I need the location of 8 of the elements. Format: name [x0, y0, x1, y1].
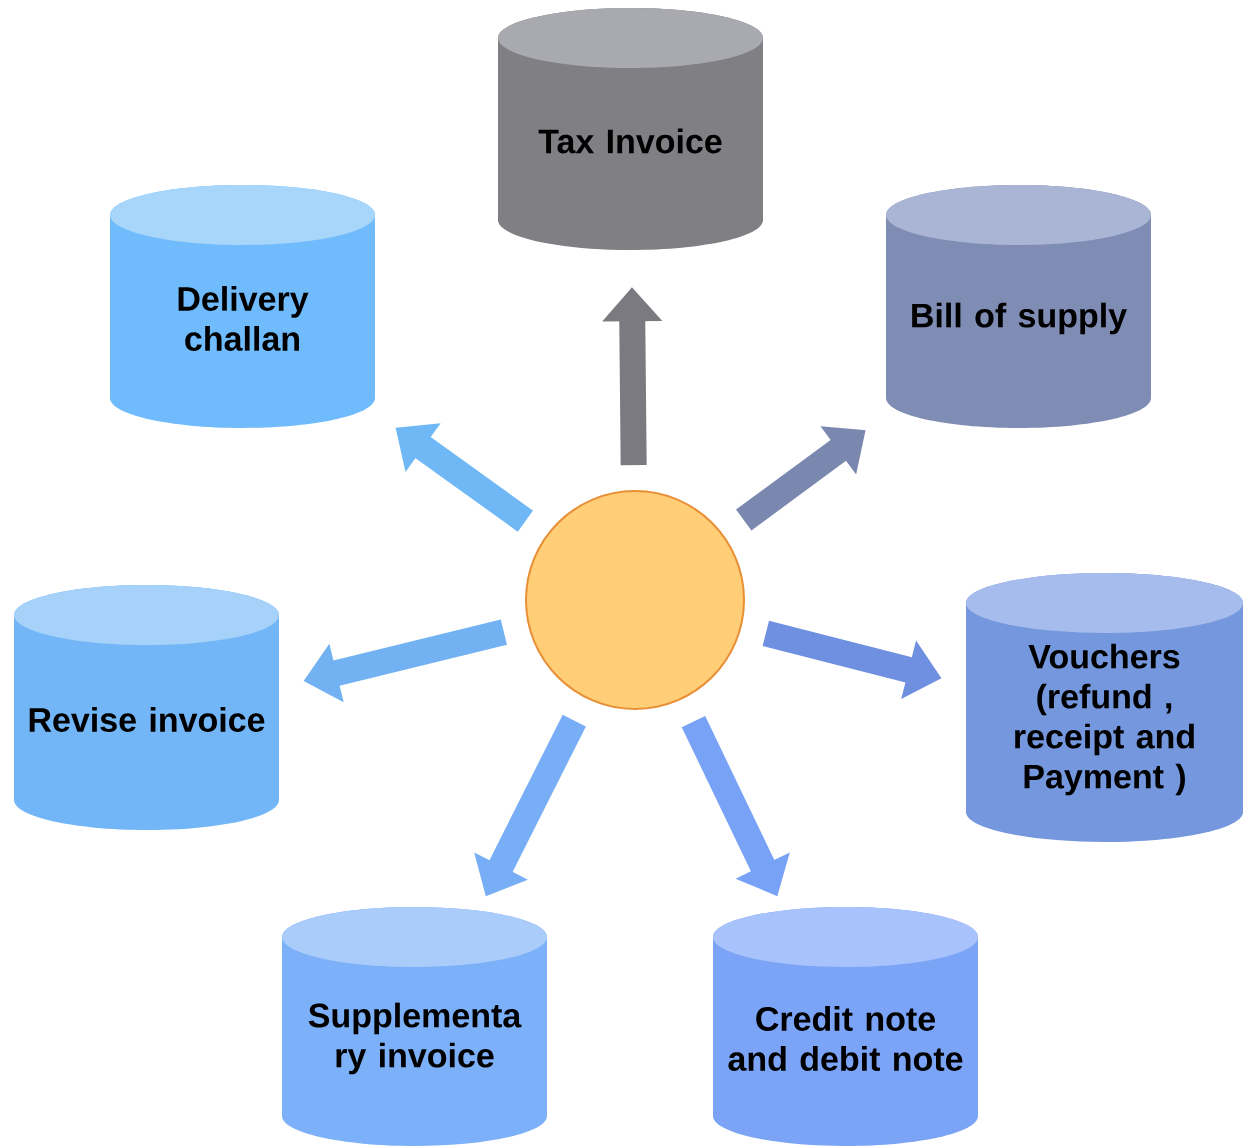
cylinder: Vouchers (refund , receipt and Payment ): [966, 573, 1243, 842]
cylinder: Supplementa ry invoice: [282, 907, 547, 1146]
cylinder: Bill of supply: [886, 185, 1151, 428]
circle: [525, 490, 745, 710]
cylinder: Credit note and debit note: [713, 907, 978, 1146]
cylinder: Tax Invoice: [498, 8, 763, 250]
cylinder: Delivery challan: [110, 185, 375, 428]
cylinder: Revise invoice: [14, 585, 279, 830]
